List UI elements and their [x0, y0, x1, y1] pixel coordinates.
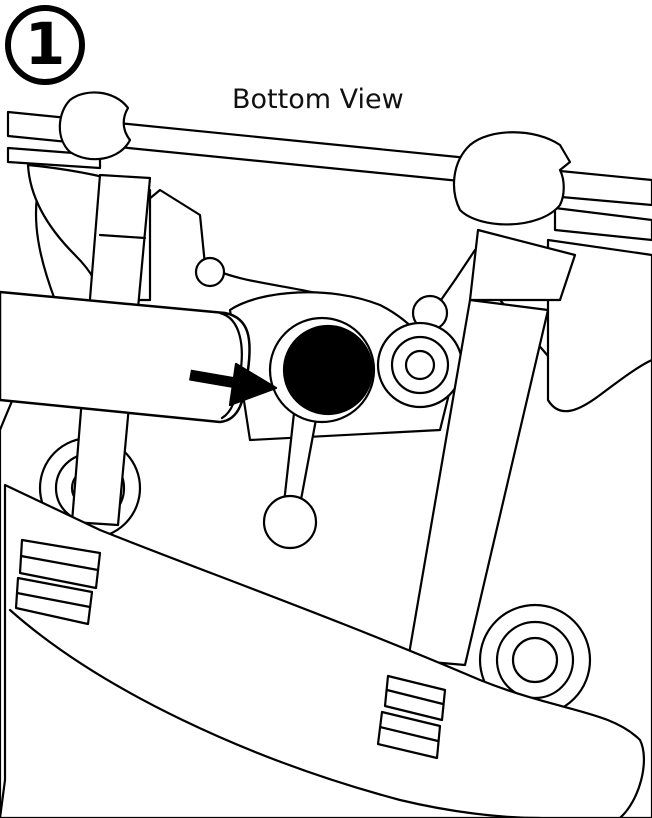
slot — [383, 674, 447, 722]
left-post-collar — [98, 233, 147, 240]
slot — [18, 538, 102, 590]
crossbar-right-ext-2 — [553, 206, 652, 242]
slot — [14, 576, 94, 626]
screw-hole — [194, 256, 226, 288]
arrow-right-icon — [189, 362, 278, 407]
motor-mount-right — [376, 321, 464, 409]
slot-divider — [15, 591, 92, 609]
step-number-badge: 1 — [5, 5, 85, 85]
switch-knob — [262, 494, 318, 550]
left-ball-joint — [58, 91, 132, 161]
slot — [376, 710, 442, 760]
slot-divider — [385, 688, 445, 706]
bottom-bumper-inner — [8, 608, 542, 818]
motor-mount-right-core — [404, 349, 436, 381]
view-label: Bottom View — [232, 84, 404, 115]
slot-divider — [19, 554, 100, 572]
power-button[interactable] — [282, 324, 374, 416]
step-number: 1 — [24, 10, 66, 78]
bottom-bumper — [0, 483, 645, 818]
finger — [0, 290, 251, 424]
right-ball-joint — [453, 131, 572, 226]
right-post-shaft — [406, 298, 550, 667]
right-post — [468, 228, 577, 302]
right-wing — [546, 238, 652, 413]
motor-mount-right-inner — [390, 335, 450, 395]
motor-mount-right-lower-core — [511, 636, 559, 684]
crossbar-right-ext — [548, 168, 652, 207]
slot-divider — [378, 725, 440, 743]
